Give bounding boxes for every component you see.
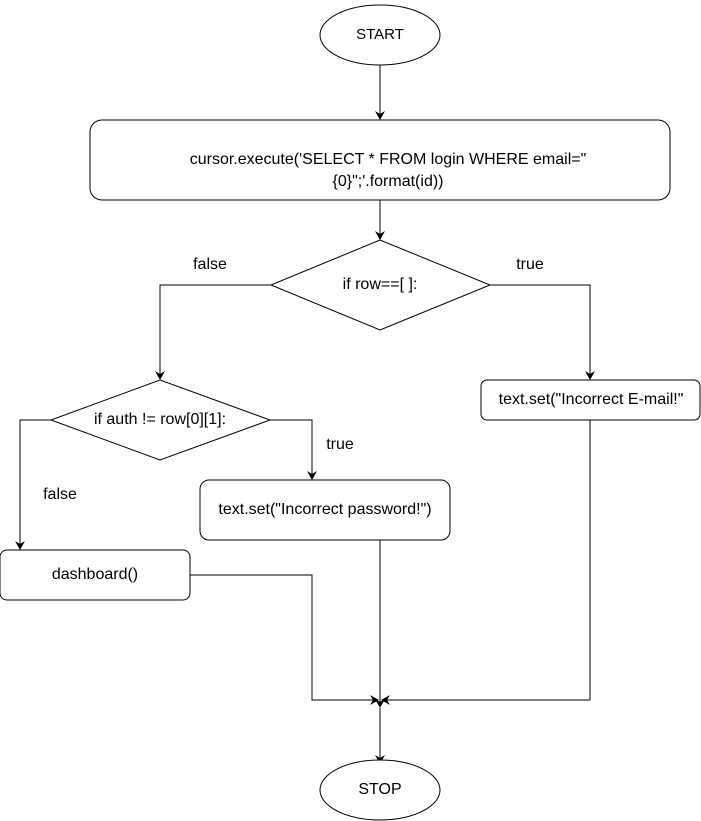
query-process-box bbox=[89, 119, 671, 201]
decision-auth-label: if auth != row[0][1]: bbox=[93, 411, 227, 428]
dashboard-label: dashboard() bbox=[51, 566, 139, 583]
edge-dashboard-to-merge bbox=[190, 574, 379, 705]
edge-row-false bbox=[155, 284, 271, 380]
edge-label-row-true: true bbox=[516, 256, 544, 273]
edge-label-auth-true: true bbox=[326, 436, 354, 453]
start-label: START bbox=[356, 26, 404, 43]
edge-email-to-merge bbox=[381, 420, 591, 705]
start-terminal bbox=[319, 4, 441, 66]
query-label: cursor.execute('SELECT * FROM login WHER… bbox=[190, 149, 587, 193]
incorrect-email-label: text.set("Incorrect E-mail!" bbox=[498, 391, 684, 408]
dashboard-box bbox=[0, 549, 191, 601]
incorrect-password-label: text.set("Incorrect password!") bbox=[218, 501, 432, 518]
edge-auth-true bbox=[270, 419, 317, 480]
incorrect-email-box bbox=[480, 379, 701, 421]
query-line-2: {0}";'.format(id)) bbox=[332, 173, 444, 190]
stop-terminal bbox=[319, 759, 441, 821]
decision-row-label: if row==[ ]: bbox=[342, 276, 418, 293]
stop-label: STOP bbox=[358, 781, 402, 798]
decision-row-empty bbox=[269, 239, 492, 331]
edge-label-row-false: false bbox=[193, 256, 227, 273]
decision-auth-check bbox=[49, 379, 272, 461]
incorrect-password-box bbox=[199, 479, 451, 541]
edge-row-true bbox=[490, 284, 595, 380]
query-line-1: cursor.execute('SELECT * FROM login WHER… bbox=[189, 151, 587, 168]
edge-label-auth-false: false bbox=[43, 486, 77, 503]
edge-auth-false bbox=[15, 419, 51, 550]
